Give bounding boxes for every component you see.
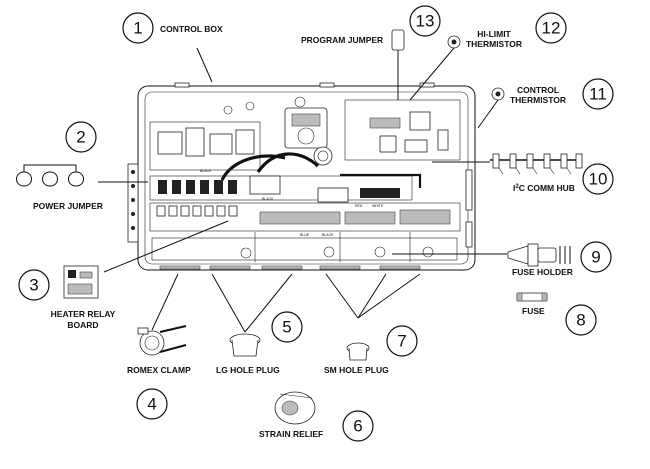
control-box: BLACK BLACK BLACK RED BLUE WHITE (127, 82, 476, 271)
label-lg-hole-plug: LG HOLE PLUG (216, 365, 280, 375)
leader-lines (98, 47, 507, 333)
callout-4: 4 (136, 388, 168, 420)
callout-13-number: 13 (416, 12, 435, 31)
label-control-thermistor-line-1: CONTROL (517, 85, 559, 95)
callout-8: 8 (565, 304, 597, 336)
callout-1: 1 (122, 12, 154, 44)
callout-3: 3 (18, 269, 50, 301)
label-hi-limit-line-1: HI-LIMIT (477, 29, 511, 39)
board-marking-black-3: BLACK (322, 233, 334, 237)
callout-3-number: 3 (29, 276, 38, 295)
label-hi-limit-line-2: THERMISTOR (466, 39, 522, 49)
heater-relay-board-part (63, 265, 99, 299)
label-fuse-holder: FUSE HOLDER (512, 267, 573, 277)
board-marking-blue: BLUE (300, 233, 310, 237)
callout-11-number: 11 (589, 85, 607, 104)
label-sm-hole-plug: SM HOLE PLUG (324, 365, 389, 375)
label-control-box: CONTROL BOX (160, 24, 223, 34)
board-marking-white: WHITE (372, 204, 384, 208)
callout-9-number: 9 (591, 248, 600, 267)
romex-clamp-part (137, 325, 187, 356)
callout-13: 13 (409, 5, 441, 37)
callout-6: 6 (342, 410, 374, 442)
label-power-jumper: POWER JUMPER (33, 201, 103, 211)
sm-hole-plug-part (346, 342, 370, 361)
callout-6-number: 6 (353, 417, 362, 436)
control-thermistor-part (477, 87, 505, 129)
label-i2c-comm-hub: I2C COMM HUB (513, 183, 575, 193)
callout-9: 9 (580, 241, 612, 273)
callout-10-number: 10 (589, 170, 608, 189)
callout-12: 12 (535, 12, 567, 44)
label-heater-relay-line-2: BOARD (67, 320, 98, 330)
board-marking-red: RED (355, 204, 363, 208)
label-control-thermistor-line-2: THERMISTOR (510, 95, 566, 105)
callout-2: 2 (65, 121, 97, 153)
callout-4-number: 4 (147, 395, 156, 414)
callout-7: 7 (386, 325, 418, 357)
callout-7-number: 7 (397, 332, 406, 351)
callout-11: 11 (582, 78, 614, 110)
fuse-holder-part (507, 243, 571, 267)
label-romex-clamp: ROMEX CLAMP (127, 365, 191, 375)
hi-limit-thermistor-part (409, 35, 461, 101)
label-program-jumper: PROGRAM JUMPER (301, 35, 383, 45)
callout-12-number: 12 (542, 19, 561, 38)
board-marking-black-2: BLACK (262, 197, 274, 201)
program-jumper-part (391, 29, 405, 100)
callout-10: 10 (582, 163, 614, 195)
fuse-part (516, 292, 548, 302)
label-strain-relief: STRAIN RELIEF (259, 429, 323, 439)
label-heater-relay-line-1: HEATER RELAY (51, 309, 116, 319)
callout-5: 5 (271, 311, 303, 343)
callout-1-number: 1 (133, 19, 142, 38)
label-fuse: FUSE (522, 306, 545, 316)
power-jumper-part (16, 164, 84, 187)
i2c-comm-hub-part (490, 153, 583, 175)
callout-5-number: 5 (282, 318, 291, 337)
lg-hole-plug-part (229, 333, 261, 357)
callout-8-number: 8 (576, 311, 585, 330)
strain-relief-part (274, 391, 316, 425)
callout-2-number: 2 (76, 128, 85, 147)
board-marking-black-1: BLACK (200, 169, 212, 173)
